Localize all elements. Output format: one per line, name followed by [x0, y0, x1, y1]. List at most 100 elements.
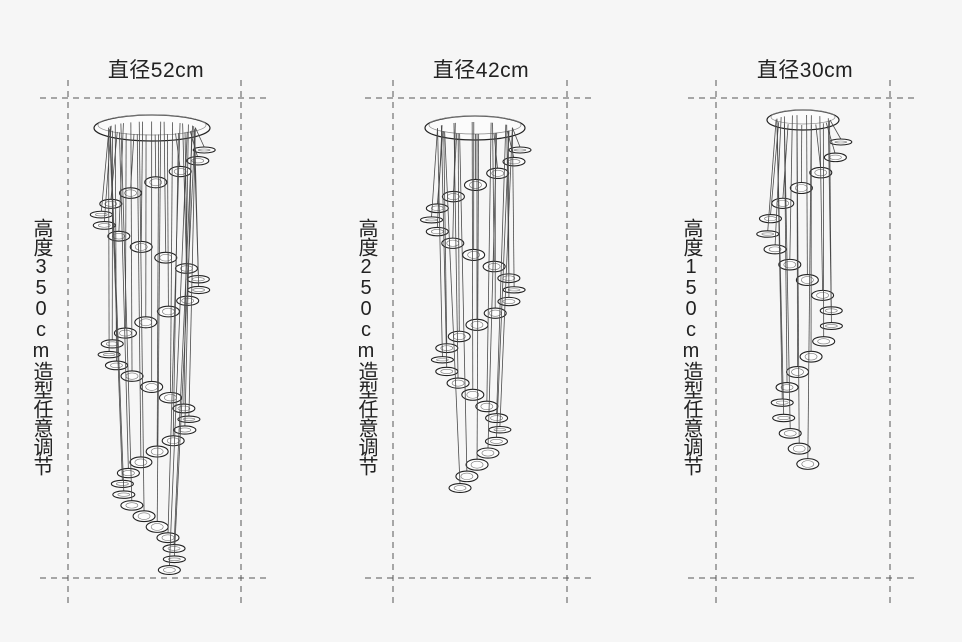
- suspension-wire: [119, 132, 129, 471]
- light-ring-inner: [783, 261, 797, 269]
- light-ring-inner: [761, 232, 775, 236]
- light-ring-inner: [173, 168, 187, 175]
- light-ring: [97, 350, 121, 359]
- light-ring: [447, 330, 471, 343]
- light-ring-inner: [507, 288, 521, 292]
- light-ring-inner: [829, 154, 842, 160]
- suspension-wire: [444, 131, 461, 486]
- light-ring-inner: [804, 352, 818, 361]
- suspension-wire: [188, 127, 196, 417]
- light-ring: [162, 555, 186, 564]
- light-ring: [778, 427, 802, 439]
- light-ring-inner: [102, 353, 116, 357]
- suspension-wire: [108, 127, 110, 352]
- suspension-wire: [130, 122, 133, 374]
- height-label-150: 高度150cm造型任意调节: [680, 218, 702, 475]
- suspension-wire: [471, 122, 474, 392]
- light-ring: [770, 398, 794, 407]
- height-label-250: 高度250cm造型任意调节: [355, 218, 377, 475]
- height-label-350: 高度350cm造型任意调节: [30, 218, 52, 475]
- light-ring: [156, 305, 180, 318]
- light-ring-inner: [466, 390, 480, 399]
- suspension-wire: [109, 126, 125, 492]
- light-ring-inner: [150, 523, 164, 531]
- light-ring-inner: [491, 169, 504, 177]
- suspension-wire: [437, 128, 443, 357]
- light-ring-inner: [467, 251, 480, 259]
- light-ring-inner: [481, 449, 495, 457]
- suspension-wire: [496, 130, 510, 439]
- light-ring-inner: [440, 345, 454, 351]
- suspension-wire: [806, 115, 808, 278]
- light-ring: [129, 456, 153, 469]
- suspension-wire: [172, 133, 179, 438]
- suspension-wire: [184, 130, 193, 428]
- suspension-wire: [783, 116, 791, 431]
- light-ring-inner: [825, 324, 838, 328]
- light-ring-inner: [125, 502, 139, 509]
- light-ring: [463, 178, 488, 192]
- suspension-wire: [815, 124, 822, 170]
- light-ring: [116, 467, 140, 479]
- suspension-wire: [194, 129, 200, 288]
- suspension-wire: [767, 119, 777, 232]
- suspension-wire: [120, 123, 133, 503]
- light-ring-inner: [192, 288, 205, 292]
- suspension-wire: [167, 123, 181, 535]
- suspension-wire: [184, 132, 189, 298]
- light-ring-inner: [182, 417, 196, 421]
- light-ring-inner: [191, 158, 205, 164]
- suspension-wire: [476, 133, 480, 462]
- light-ring-inner: [124, 189, 137, 197]
- light-ring-inner: [168, 557, 181, 561]
- light-ring: [775, 381, 799, 393]
- light-ring: [483, 307, 507, 319]
- light-ring-inner: [150, 447, 164, 456]
- canopy-rim-42: [428, 115, 522, 135]
- light-ring: [425, 226, 449, 237]
- light-ring-inner: [134, 458, 148, 466]
- suspension-wire: [499, 127, 513, 427]
- light-ring: [502, 156, 526, 167]
- light-ring-inner: [149, 178, 163, 187]
- light-ring: [173, 425, 197, 435]
- light-ring-inner: [110, 362, 123, 369]
- light-ring-inner: [163, 567, 176, 573]
- suspension-wire: [776, 118, 785, 416]
- suspension-wire: [452, 122, 456, 241]
- suspension-wire: [140, 121, 144, 244]
- light-ring-inner: [513, 148, 527, 152]
- light-ring: [120, 370, 144, 382]
- light-ring-inner: [502, 299, 516, 304]
- light-ring-inner: [117, 492, 131, 497]
- suspension-wire: [783, 123, 788, 385]
- suspension-wire: [443, 131, 448, 346]
- light-ring-inner: [197, 148, 211, 152]
- suspension-wire: [138, 121, 145, 514]
- suspension-wire: [173, 128, 196, 557]
- light-ring: [158, 391, 183, 404]
- suspension-wire: [829, 119, 842, 140]
- light-ring: [113, 327, 137, 339]
- suspension-wire: [431, 128, 438, 217]
- light-ring: [446, 377, 470, 389]
- light-ring-inner: [490, 415, 503, 421]
- light-ring-inner: [490, 439, 503, 444]
- light-ring-inner: [817, 338, 830, 345]
- light-ring: [435, 366, 459, 377]
- suspension-wire: [789, 115, 793, 262]
- light-ring-inner: [166, 437, 180, 445]
- light-ring-inner: [816, 292, 829, 299]
- light-ring: [475, 400, 499, 413]
- light-ring: [811, 289, 835, 301]
- suspension-wire: [195, 127, 205, 148]
- light-ring: [829, 138, 853, 146]
- light-ring: [465, 318, 489, 331]
- light-ring: [476, 447, 500, 459]
- light-ring-inner: [834, 140, 848, 144]
- suspension-wire: [100, 128, 110, 212]
- suspension-wire: [440, 125, 448, 369]
- light-ring-inner: [116, 481, 129, 486]
- light-ring: [465, 458, 489, 471]
